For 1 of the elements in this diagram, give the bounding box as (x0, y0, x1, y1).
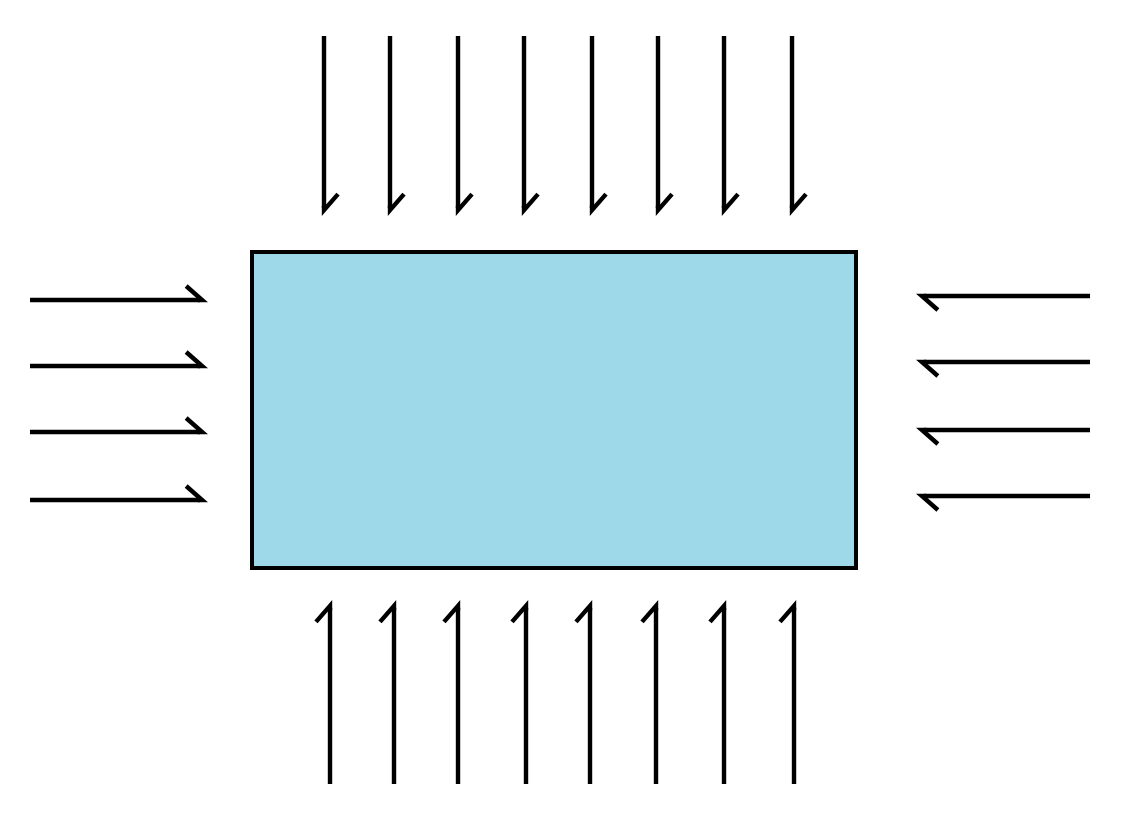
rectangle-box (250, 250, 858, 570)
